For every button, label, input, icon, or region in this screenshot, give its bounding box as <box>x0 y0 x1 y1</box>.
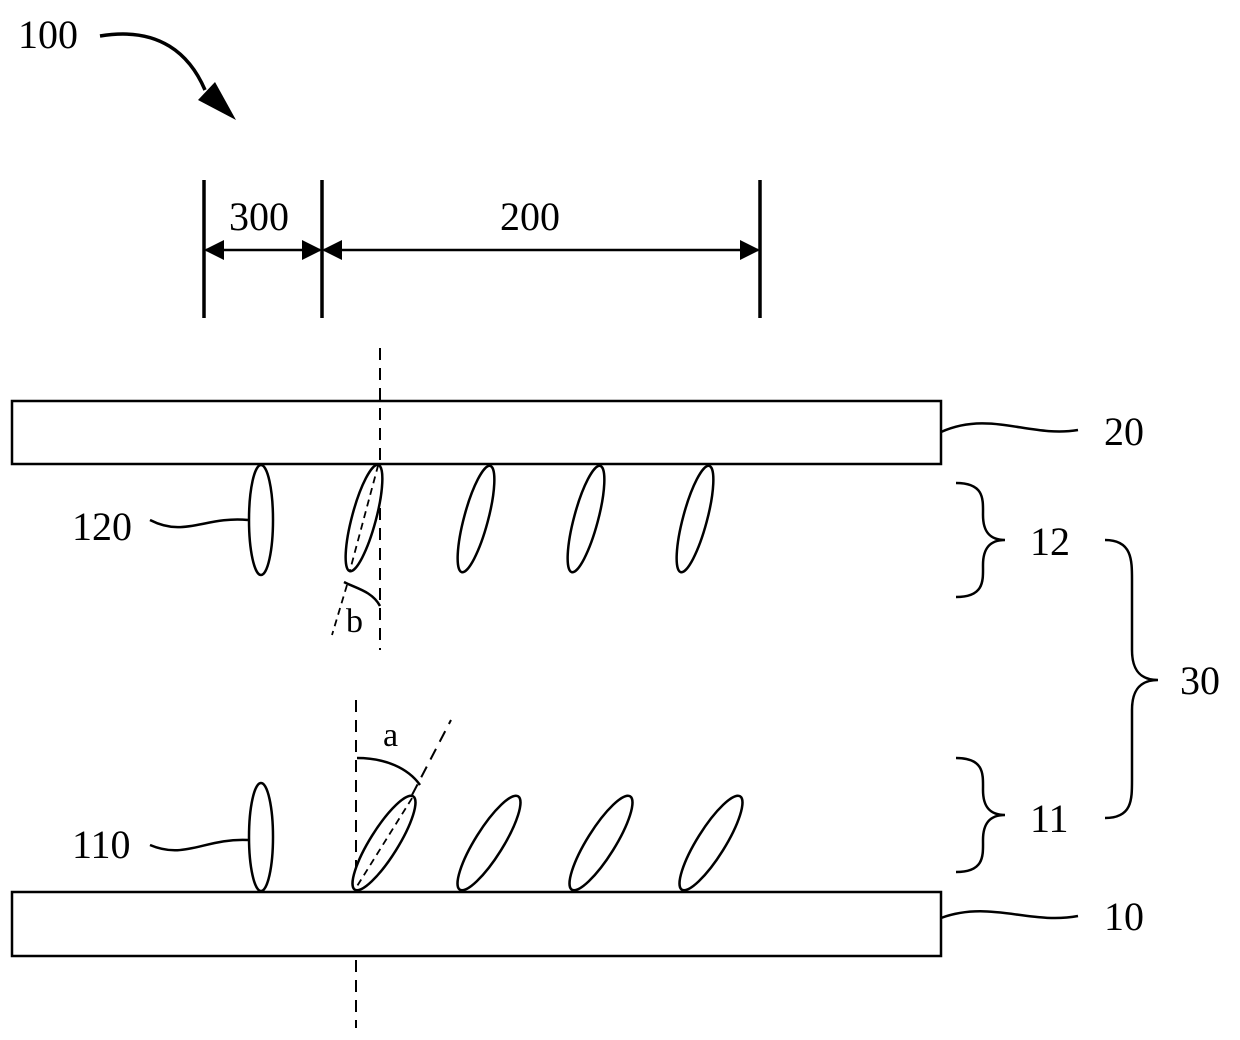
lower-lc-molecule-tilted-4 <box>670 789 752 897</box>
top-substrate <box>12 401 941 464</box>
device-pointer-curve <box>100 34 205 90</box>
top-substrate-label: 20 <box>1104 409 1144 454</box>
angle-a-arc <box>357 758 420 785</box>
upper-lc-molecule-leader <box>150 520 248 528</box>
lower-lc-molecule-vertical <box>249 783 273 891</box>
upper-lc-molecule-label: 120 <box>72 504 132 549</box>
lower-lc-molecule-tilted-3 <box>560 789 642 897</box>
upper-layer-brace <box>956 483 1005 597</box>
lc-layer-label: 30 <box>1180 658 1220 703</box>
lower-lc-molecule-leader <box>150 840 248 850</box>
region-300-label: 300 <box>229 194 289 239</box>
angle-a-label: a <box>383 717 398 754</box>
bottom-substrate <box>12 892 941 956</box>
upper-lc-molecule-tilted-2 <box>450 463 502 575</box>
lower-lc-molecule-label: 110 <box>72 822 131 867</box>
upper-lc-layer-label: 12 <box>1030 519 1070 564</box>
device-label: 100 <box>18 12 78 57</box>
bottom-substrate-leader <box>941 911 1078 918</box>
angle-b-extension-dashed <box>332 585 347 635</box>
lc-layer-brace <box>1105 540 1158 818</box>
lower-lc-molecule-tilted-2 <box>448 789 530 897</box>
bottom-substrate-label: 10 <box>1104 894 1144 939</box>
lower-lc-layer-label: 11 <box>1030 796 1069 841</box>
top-substrate-leader <box>941 423 1078 432</box>
angle-b-label: b <box>346 603 363 640</box>
upper-lc-molecule-vertical <box>249 465 273 575</box>
region-200-label: 200 <box>500 194 560 239</box>
upper-lc-molecule-tilted-3 <box>560 463 612 575</box>
lower-layer-brace <box>956 758 1005 872</box>
upper-lc-molecule-tilted-4 <box>669 463 721 575</box>
upper-lc-molecule-tilted-1 <box>338 462 390 574</box>
